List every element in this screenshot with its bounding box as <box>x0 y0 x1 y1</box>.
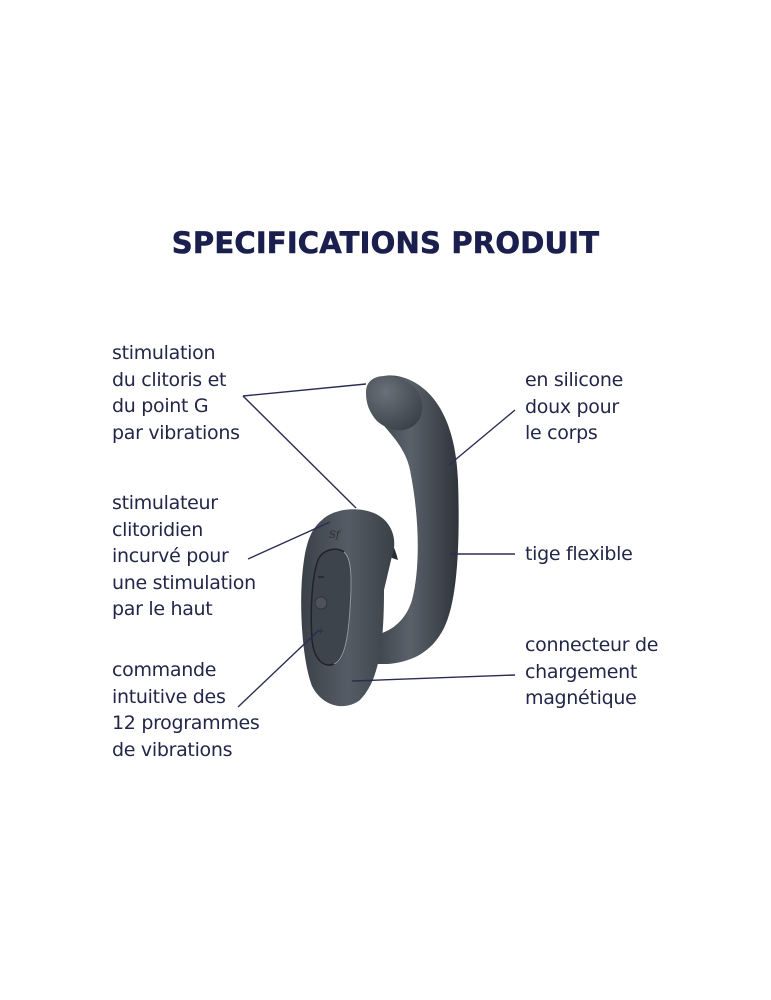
leader-line-clitoral <box>242 395 357 509</box>
brand-logo-icon: Sf <box>329 530 342 541</box>
label-magnetic-charging: connecteur de chargement magnétique <box>525 634 659 709</box>
leader-lines <box>237 383 516 708</box>
page-title: SPECIFICATIONS PRODUIT <box>171 226 600 261</box>
leader-line-curved <box>247 521 331 560</box>
label-dual-stimulation: stimulation du clitoris et du point G pa… <box>112 342 240 444</box>
power-button-icon <box>314 596 328 610</box>
leader-line-tip <box>242 383 367 397</box>
leader-line-silicone <box>448 409 516 466</box>
leader-line-control <box>237 629 320 708</box>
minus-button-icon <box>318 576 324 578</box>
leader-line-charging <box>351 674 516 682</box>
flexible-shaft-shape <box>366 375 459 664</box>
label-curved-clitoral-stimulator: stimulateur clitoridien incurvé pour une… <box>112 492 256 620</box>
label-intuitive-control: commande intuitive des 12 programmes de … <box>112 659 260 761</box>
label-flexible-shaft: tige flexible <box>525 543 633 565</box>
label-body-safe-silicone: en silicone doux pour le corps <box>525 369 624 444</box>
handle-base-shape: + Sf <box>301 509 395 707</box>
plus-button-icon: + <box>317 627 325 637</box>
